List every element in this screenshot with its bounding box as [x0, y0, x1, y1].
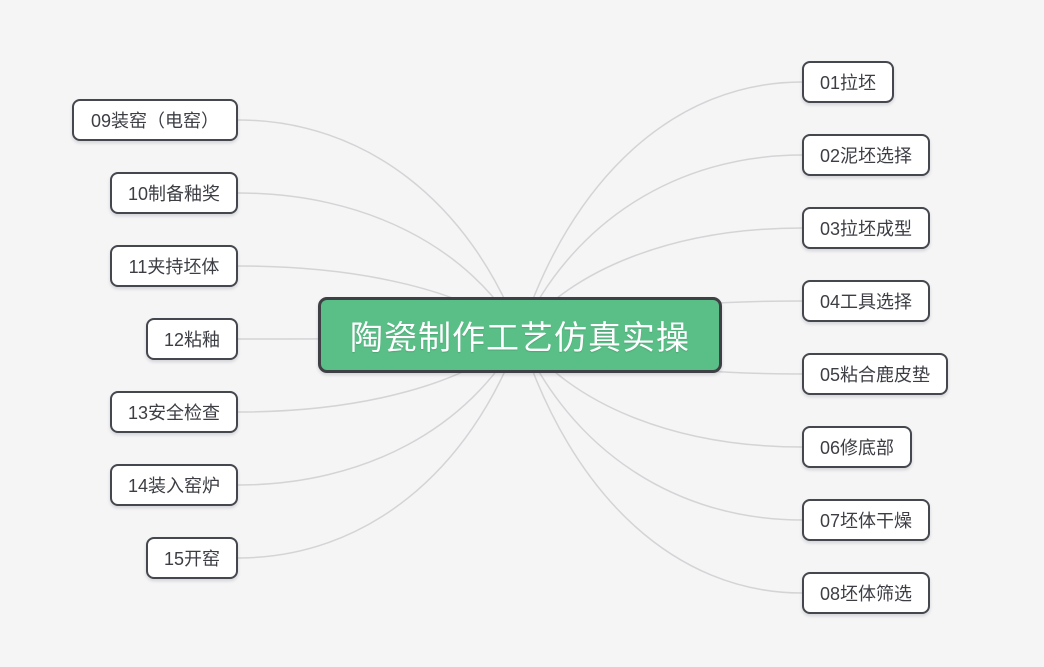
mindmap-node-01[interactable]: 01拉坯 [802, 61, 894, 103]
mindmap-node-06[interactable]: 06修底部 [802, 426, 912, 468]
connector-line-15 [237, 334, 521, 559]
mindmap-node-14[interactable]: 14装入窑炉 [110, 464, 238, 506]
mindmap-node-09[interactable]: 09装窑（电窑） [72, 99, 238, 141]
mindmap-node-02[interactable]: 02泥坯选择 [802, 134, 930, 176]
mindmap-node-12[interactable]: 12粘釉 [146, 318, 238, 360]
mindmap-node-11[interactable]: 11夹持坯体 [110, 245, 238, 287]
mindmap-root-node[interactable]: 陶瓷制作工艺仿真实操 [318, 297, 722, 373]
mindmap-node-13[interactable]: 13安全检查 [110, 391, 238, 433]
connector-line-07 [519, 334, 803, 521]
mindmap-node-07[interactable]: 07坯体干燥 [802, 499, 930, 541]
mindmap-node-08[interactable]: 08坯体筛选 [802, 572, 930, 614]
mindmap-node-05[interactable]: 05粘合鹿皮垫 [802, 353, 948, 395]
mindmap-node-03[interactable]: 03拉坯成型 [802, 207, 930, 249]
connector-line-01 [519, 81, 803, 336]
connector-line-09 [237, 119, 521, 336]
mindmap-node-10[interactable]: 10制备釉奖 [110, 172, 238, 214]
connector-line-08 [519, 334, 803, 594]
mindmap-node-04[interactable]: 04工具选择 [802, 280, 930, 322]
connector-line-02 [519, 154, 803, 336]
mindmap-node-15[interactable]: 15开窑 [146, 537, 238, 579]
